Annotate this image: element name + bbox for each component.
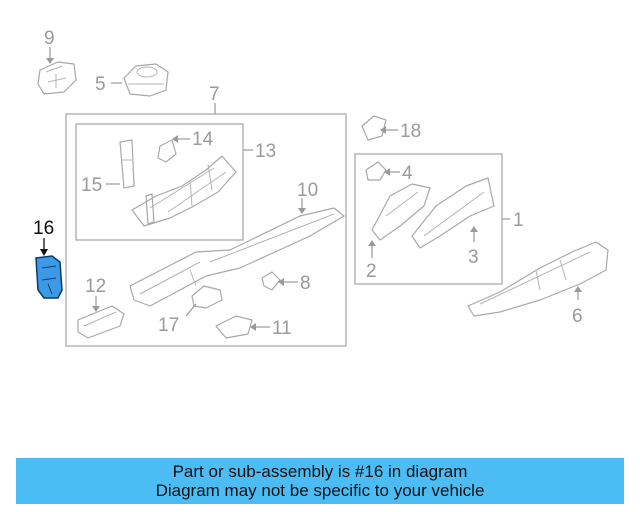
callout-9[interactable]: 9	[44, 28, 55, 49]
callout-8[interactable]: 8	[300, 273, 311, 294]
callout-17[interactable]: 17	[158, 315, 179, 336]
part-2[interactable]	[371, 183, 431, 241]
part-5[interactable]	[123, 63, 169, 97]
callout-13[interactable]: 13	[255, 141, 276, 162]
group-13-box	[75, 123, 244, 241]
callout-1[interactable]: 1	[513, 210, 524, 231]
callout-14[interactable]: 14	[192, 129, 214, 150]
part-8[interactable]	[261, 271, 281, 291]
part-9[interactable]	[37, 61, 77, 95]
callout-15[interactable]: 15	[81, 175, 102, 196]
callout-12[interactable]: 12	[85, 276, 106, 297]
banner-line-1: Part or sub-assembly is #16 in diagram	[172, 462, 468, 481]
part-6[interactable]	[467, 241, 609, 317]
part-11[interactable]	[215, 315, 253, 339]
callout-16[interactable]: 16	[33, 218, 54, 239]
part-15[interactable]	[119, 139, 135, 189]
group-7-box	[65, 113, 347, 347]
part-18[interactable]	[361, 115, 387, 141]
callout-11[interactable]: 11	[272, 318, 292, 339]
part-16-highlighted[interactable]	[35, 255, 63, 299]
callout-5[interactable]: 5	[95, 74, 106, 95]
part-12[interactable]	[77, 305, 125, 339]
callout-7[interactable]: 7	[209, 84, 220, 105]
callout-18[interactable]: 18	[400, 121, 421, 142]
callout-3[interactable]: 3	[468, 247, 479, 268]
part-17[interactable]	[191, 285, 223, 309]
info-banner: Part or sub-assembly is #16 in diagram D…	[16, 458, 624, 504]
callout-4[interactable]: 4	[402, 163, 413, 184]
callout-2[interactable]: 2	[366, 261, 377, 282]
part-4[interactable]	[365, 161, 387, 181]
group-1-box	[354, 153, 503, 285]
callout-10[interactable]: 10	[297, 180, 318, 201]
banner-line-2: Diagram may not be specific to your vehi…	[155, 481, 485, 500]
part-13-frame[interactable]	[131, 155, 237, 227]
callout-6[interactable]: 6	[572, 306, 583, 327]
part-10[interactable]	[129, 207, 345, 307]
part-3[interactable]	[411, 177, 495, 249]
part-14[interactable]	[157, 139, 177, 163]
